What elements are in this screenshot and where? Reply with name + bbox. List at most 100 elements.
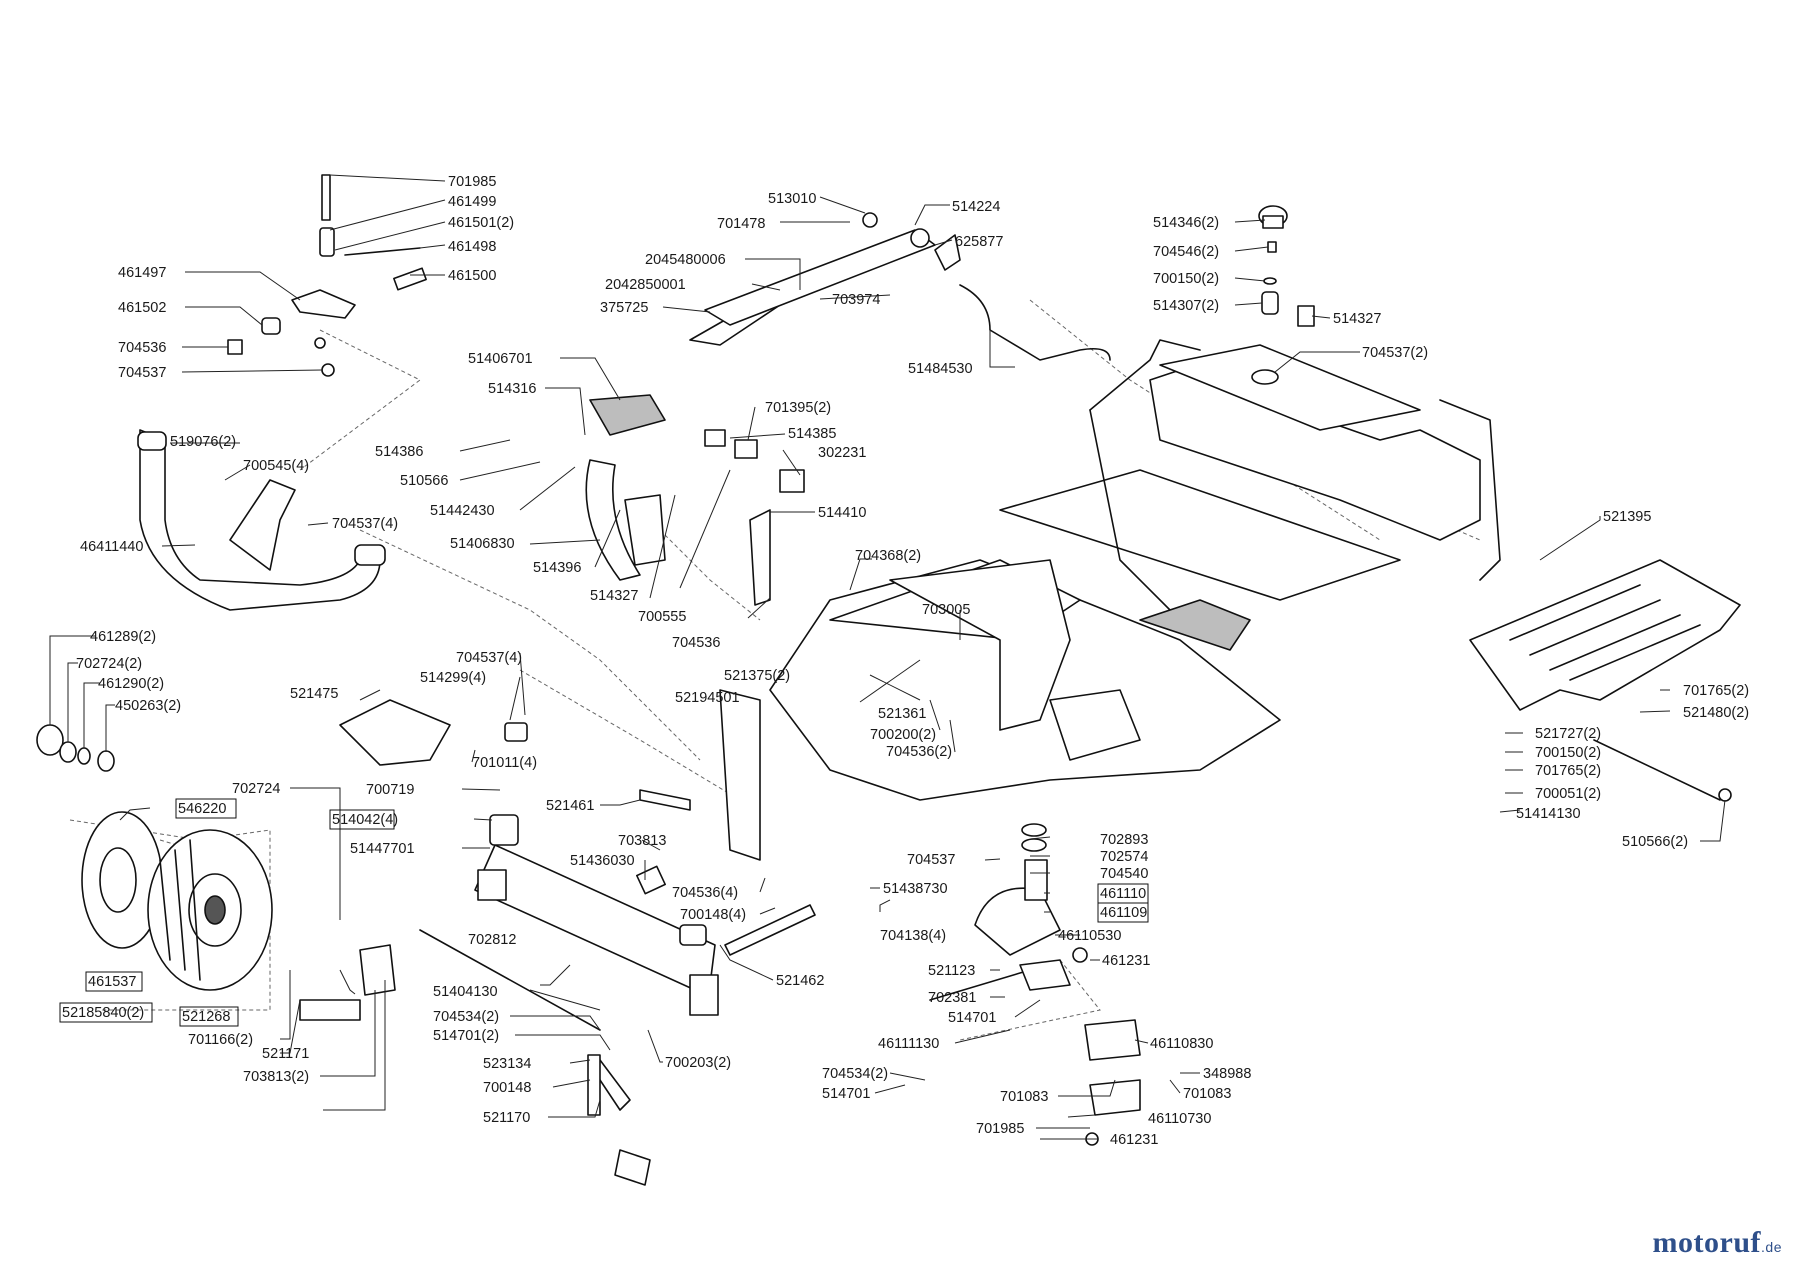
pedal-assembly (585, 394, 805, 606)
part-label: 701765(2) (1683, 683, 1749, 699)
part-label: 521461 (546, 798, 594, 814)
part-label: 46110530 (1058, 928, 1121, 944)
front-bumper (137, 429, 386, 611)
part-label: 702724 (232, 781, 280, 797)
part-label: 461109 (1100, 905, 1147, 921)
part-label: 704537 (907, 852, 955, 868)
part-label: 700150(2) (1153, 271, 1219, 287)
part-label: 514327 (1333, 311, 1381, 327)
footrest-plates (339, 699, 528, 766)
part-label: 461499 (448, 194, 496, 210)
part-label: 521475 (290, 686, 338, 702)
part-label: 461289(2) (90, 629, 156, 645)
part-label: 521123 (928, 963, 975, 979)
part-label: 703005 (922, 602, 970, 618)
part-label: 461497 (118, 265, 166, 281)
part-label: 514299(4) (420, 670, 486, 686)
part-label: 514701 (822, 1086, 870, 1102)
part-label: 514701(2) (433, 1028, 499, 1044)
front-axle (474, 789, 816, 1016)
part-label: 461290(2) (98, 676, 164, 692)
part-label: 702893 (1100, 832, 1148, 848)
part-label: 625877 (955, 234, 1003, 250)
part-label: 450263(2) (115, 698, 181, 714)
part-label: 704536 (672, 635, 720, 651)
part-label: 514327 (590, 588, 638, 604)
part-label: 51406701 (468, 351, 533, 367)
part-label: 700545(4) (243, 458, 309, 474)
part-label: 703813(2) (243, 1069, 309, 1085)
part-label: 51484530 (908, 361, 973, 377)
part-label: 702574 (1100, 849, 1148, 865)
part-label: 513010 (768, 191, 816, 207)
part-label: 514316 (488, 381, 536, 397)
part-label: 514385 (788, 426, 836, 442)
part-label: 461231 (1110, 1132, 1158, 1148)
part-label: 514410 (818, 505, 866, 521)
part-label: 461498 (448, 239, 496, 255)
part-label: 52194501 (675, 690, 740, 706)
part-label: 701083 (1183, 1086, 1231, 1102)
part-label: 521462 (776, 973, 824, 989)
part-label: 510566 (400, 473, 448, 489)
part-label: 514224 (952, 199, 1000, 215)
part-label: 514346(2) (1153, 215, 1219, 231)
part-label: 703813 (618, 833, 666, 849)
part-label: 704546(2) (1153, 244, 1219, 260)
part-label: 46411440 (80, 539, 143, 555)
boxed-label-frames (59, 798, 1149, 1027)
leader-lines (49, 174, 1726, 1140)
part-label: 704534(2) (433, 1009, 499, 1025)
part-label: 521727(2) (1535, 726, 1601, 742)
part-label: 702724(2) (76, 656, 142, 672)
part-label: 51442430 (430, 503, 495, 519)
part-label: 704537(4) (456, 650, 522, 666)
logo-text: motoruf (1652, 1226, 1762, 1259)
part-label: 700719 (366, 782, 414, 798)
part-label: 51436030 (570, 853, 635, 869)
part-label: 702812 (468, 932, 516, 948)
part-label: 2042850001 (605, 277, 686, 293)
part-label: 546220 (178, 801, 226, 817)
part-label: 461502 (118, 300, 166, 316)
part-label: 704536 (118, 340, 166, 356)
part-label: 700150(2) (1535, 745, 1601, 761)
part-label: 704138(4) (880, 928, 946, 944)
part-label: 514042(4) (332, 812, 398, 828)
part-label: 521171 (262, 1046, 309, 1062)
part-label: 701011(4) (472, 755, 537, 771)
seat-plate (1469, 559, 1741, 802)
part-label: 700051(2) (1535, 786, 1601, 802)
part-label: 521268 (182, 1009, 230, 1025)
part-label: 704540 (1100, 866, 1148, 882)
part-label: 704537(2) (1362, 345, 1428, 361)
part-label: 701765(2) (1535, 763, 1601, 779)
part-label: 51404130 (433, 984, 498, 1000)
part-label: 701985 (448, 174, 496, 190)
part-label: 514396 (533, 560, 581, 576)
part-label: 704368(2) (855, 548, 921, 564)
part-label: 51447701 (350, 841, 415, 857)
part-label: 514386 (375, 444, 423, 460)
part-label: 523134 (483, 1056, 531, 1072)
part-label: 51438730 (883, 881, 948, 897)
part-label: 701083 (1000, 1089, 1048, 1105)
part-label: 700148 (483, 1080, 531, 1096)
part-label: 701395(2) (765, 400, 831, 416)
part-label: 348988 (1203, 1066, 1251, 1082)
part-label: 521480(2) (1683, 705, 1749, 721)
part-label: 701478 (717, 216, 765, 232)
part-label: 46110830 (1150, 1036, 1213, 1052)
part-label: 704537(4) (332, 516, 398, 532)
steering-sector-gear (974, 823, 1141, 1146)
part-label: 461501(2) (448, 215, 514, 231)
motoruf-logo: motoruf.de (1653, 1226, 1782, 1260)
throttle-lever-assembly (689, 212, 1111, 361)
part-label: 700200(2) (870, 727, 936, 743)
part-label: 704534(2) (822, 1066, 888, 1082)
part-label: 700148(4) (680, 907, 746, 923)
part-label: 700555 (638, 609, 686, 625)
part-label: 521170 (483, 1110, 530, 1126)
